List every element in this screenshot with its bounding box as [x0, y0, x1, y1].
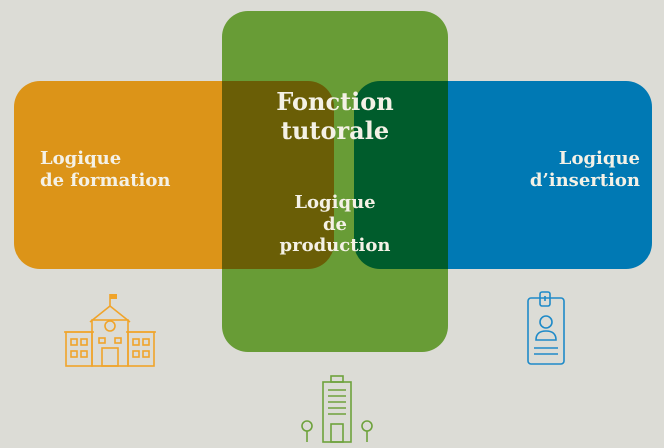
formation-label-line1: Logique [40, 148, 122, 169]
insertion-label-line1: Logique [558, 148, 640, 169]
center-title-line2: tutorale [280, 115, 390, 145]
overlap-production-insertion [354, 81, 448, 269]
formation-label-line2: de formation [40, 169, 171, 191]
school-building-icon [64, 294, 156, 367]
insertion-label-line2: d’insertion [529, 169, 640, 191]
center-title: Fonction tutorale [222, 87, 448, 146]
center-title-line1: Fonction [276, 87, 394, 116]
production-label-line2: de [322, 213, 348, 235]
production-label-line3: production [279, 235, 391, 257]
production-label: Logique de production [250, 192, 420, 257]
insertion-label: Logique d’insertion [470, 148, 640, 191]
factory-building-icon [301, 375, 373, 443]
production-label-line1: Logique [294, 192, 376, 213]
formation-label: Logique de formation [40, 148, 190, 191]
overlap-formation-production [222, 81, 334, 269]
id-badge-icon [527, 291, 565, 365]
